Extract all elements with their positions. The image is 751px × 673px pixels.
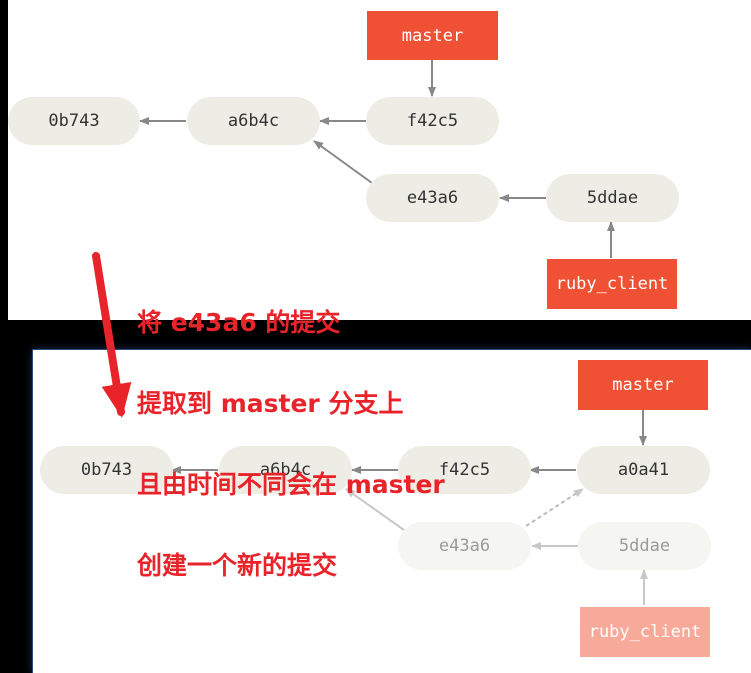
commit-node[interactable]: f42c5: [366, 97, 499, 145]
annotation-line: 提取到 master 分支上: [137, 389, 404, 418]
commit-node[interactable]: a6b4c: [187, 97, 320, 145]
branch-tag-master[interactable]: master: [578, 360, 708, 410]
commit-node-faded[interactable]: 5ddae: [578, 522, 711, 570]
annotation-line: 创建一个新的提交: [137, 551, 338, 580]
commit-node[interactable]: 5ddae: [546, 174, 679, 222]
annotation-line: 且由时间不同会在 master: [137, 470, 445, 499]
annotation-line: 将 e43a6 的提交: [137, 308, 341, 337]
commit-node[interactable]: 0b743: [40, 446, 173, 494]
commit-node[interactable]: f42c5: [398, 446, 531, 494]
commit-node[interactable]: e43a6: [366, 174, 499, 222]
commit-node[interactable]: 0b743: [8, 97, 140, 145]
commit-node[interactable]: a0a41: [577, 446, 710, 494]
branch-tag-ruby-client[interactable]: ruby_client: [547, 259, 677, 309]
commit-node-faded[interactable]: e43a6: [398, 522, 531, 570]
annotation-text: 将 e43a6 的提交 提取到 master 分支上 且由时间不同会在 mast…: [137, 255, 445, 606]
commit-node[interactable]: a6b4c: [219, 446, 352, 494]
branch-tag-master[interactable]: master: [367, 11, 498, 60]
branch-tag-ruby-client-faded[interactable]: ruby_client: [580, 607, 710, 657]
